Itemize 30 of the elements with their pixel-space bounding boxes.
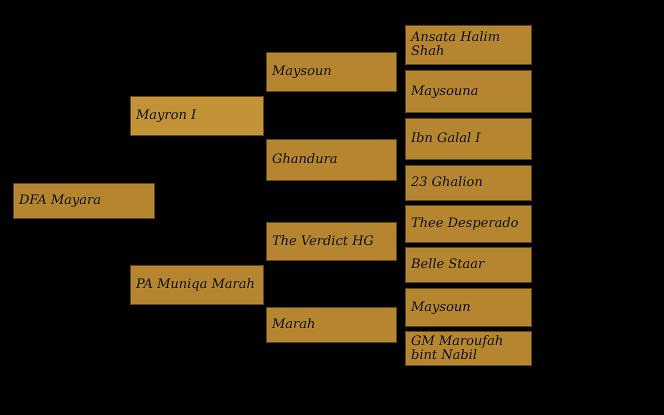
pedigree-box — [13, 183, 155, 219]
pedigree-box — [405, 331, 532, 366]
pedigree-box — [405, 118, 532, 160]
horse-name: Maysouna — [411, 84, 478, 98]
pedigree-box — [266, 307, 397, 343]
horse-name: 23 Ghalion — [411, 176, 483, 190]
pedigree-box — [405, 70, 532, 113]
pedigree-box — [405, 25, 532, 65]
pedigree-box — [266, 222, 397, 261]
pedigree-box — [405, 205, 532, 243]
horse-name: Mayron I — [136, 109, 196, 123]
horse-name: DFA Mayara — [19, 194, 101, 208]
pedigree-box — [130, 265, 264, 305]
pedigree-box — [405, 288, 532, 327]
pedigree-box — [405, 165, 532, 201]
horse-name: Thee Desperado — [411, 217, 518, 231]
horse-name: GM Maroufah bint Nabil — [411, 334, 504, 362]
horse-name: Belle Staar — [411, 258, 484, 272]
pedigree-box — [266, 139, 397, 181]
horse-name: PA Muniqa Marah — [136, 278, 255, 292]
pedigree-box — [405, 247, 532, 283]
horse-name: Maysoun — [411, 300, 471, 314]
horse-name: Maysoun — [272, 65, 332, 79]
horse-name: Ibn Galal I — [411, 132, 480, 146]
horse-name: Ghandura — [272, 153, 338, 167]
horse-name: Ansata Halim Shah — [411, 31, 502, 59]
pedigree-box — [266, 52, 397, 92]
horse-name: The Verdict HG — [272, 234, 374, 248]
pedigree-box — [130, 96, 264, 136]
horse-name: Marah — [272, 318, 316, 332]
